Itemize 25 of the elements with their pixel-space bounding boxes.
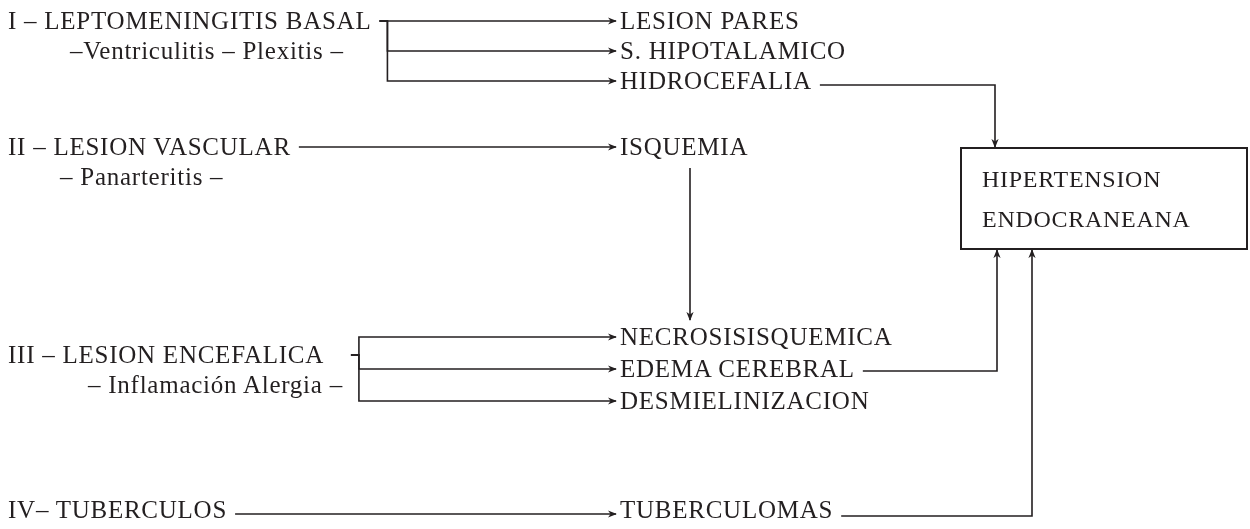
effect-label: DESMIELINIZACION — [620, 386, 870, 416]
arrow — [350, 354, 617, 405]
cause-subtitle: –Ventriculitis – Plexitis – — [70, 36, 344, 66]
arrow — [819, 84, 999, 148]
arrow — [862, 249, 1001, 372]
arrow — [378, 20, 617, 85]
effect-label: S. HIPOTALAMICO — [620, 36, 846, 66]
arrow — [298, 143, 617, 151]
effect-label: EDEMA CEREBRAL — [620, 354, 855, 384]
cause-heading: IV– TUBERCULOS — [8, 495, 228, 525]
arrow — [840, 249, 1036, 517]
effect-label: TUBERCULOMAS — [620, 495, 834, 525]
cause-subtitle: – Inflamación Alergia – — [88, 370, 343, 400]
cause-heading: II – LESION VASCULAR — [8, 132, 291, 162]
result-box — [960, 147, 1248, 250]
effect-label: NECROSISISQUEMICA — [620, 322, 893, 352]
cause-heading: III – LESION ENCEFALICA — [8, 340, 325, 370]
effect-label: LESION PARES — [620, 6, 800, 36]
result-label: HIPERTENSION ENDOCRANEANA — [982, 164, 1192, 234]
arrow — [686, 167, 694, 321]
effect-label: ISQUEMIA — [620, 132, 749, 162]
cause-heading: I – LEPTOMENINGITIS BASAL — [8, 6, 372, 36]
effect-label: HIDROCEFALIA — [620, 66, 812, 96]
cause-subtitle: – Panarteritis – — [60, 162, 224, 192]
arrow — [234, 510, 617, 518]
